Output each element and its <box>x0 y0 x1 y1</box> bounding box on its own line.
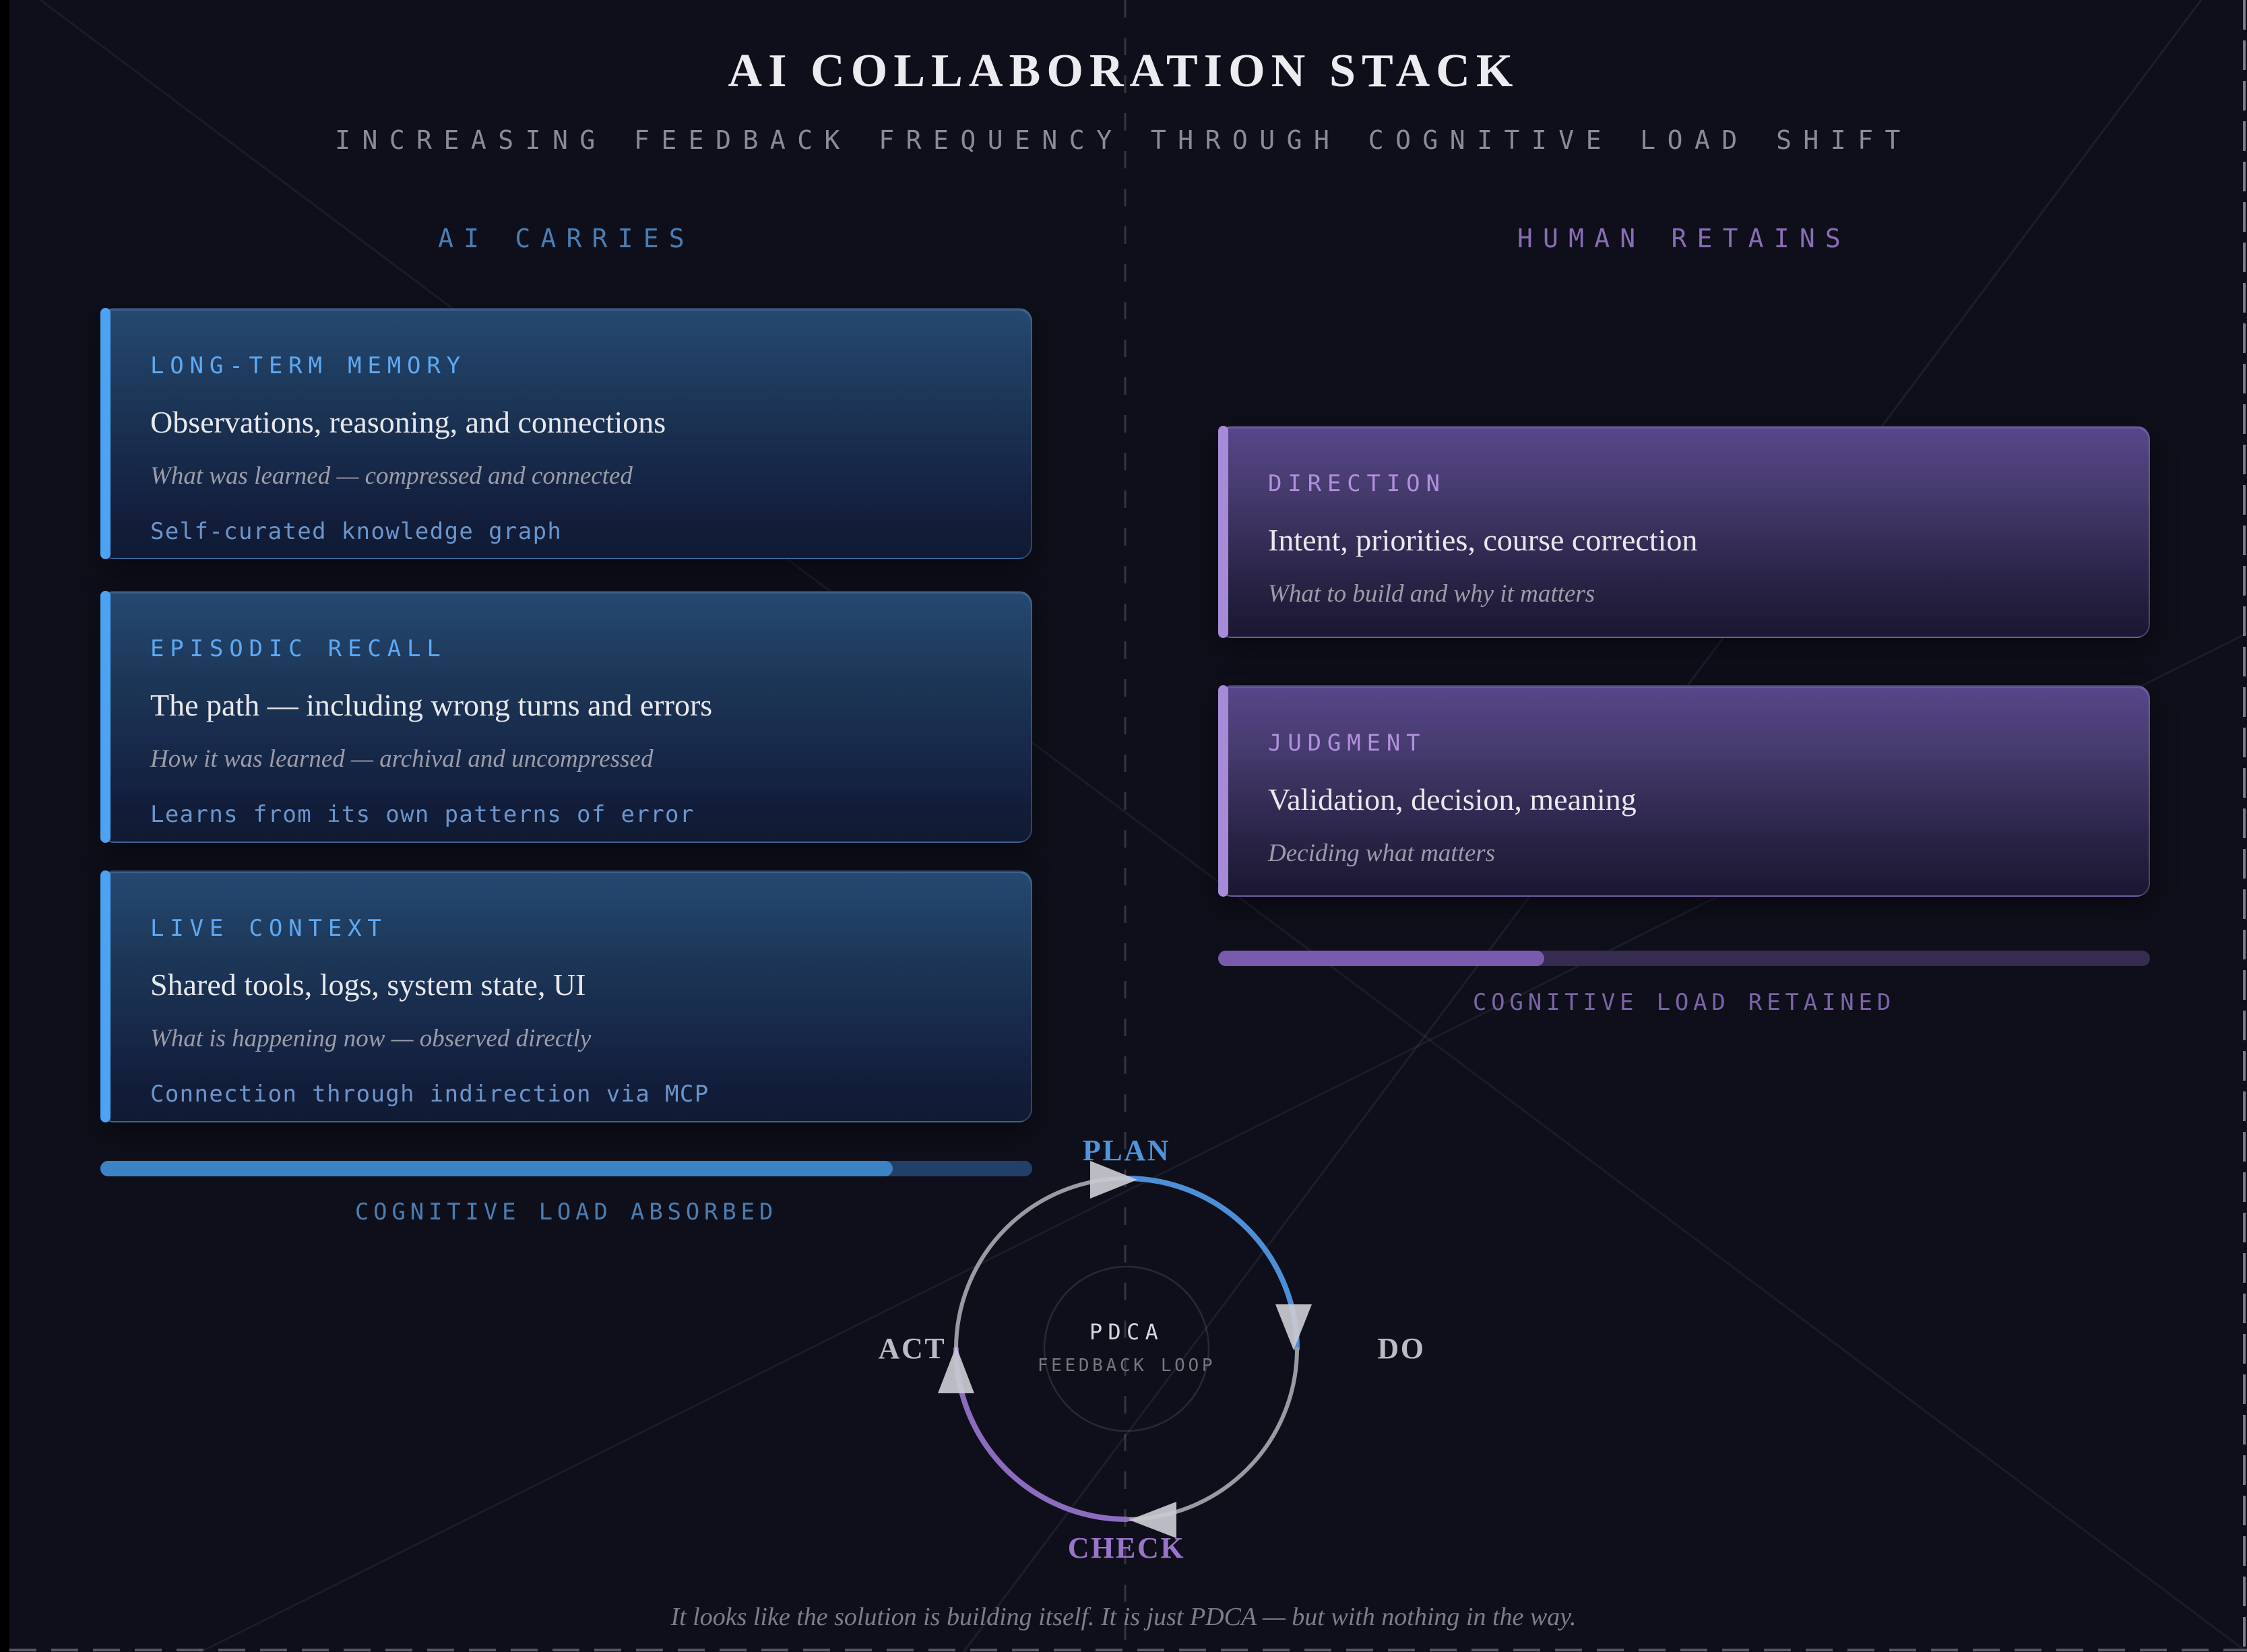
column-header-ai-carries: AI CARRIES <box>438 224 695 253</box>
card-body: Validation, decision, meaning <box>1268 782 1637 817</box>
cognitive-load-absorbed-fill <box>100 1161 893 1176</box>
card-long-term-memory: LONG-TERM MEMORY Observations, reasoning… <box>100 308 1032 559</box>
page-subtitle: INCREASING FEEDBACK FREQUENCY THROUGH CO… <box>335 125 1912 155</box>
card-note: Connection through indirection via MCP <box>150 1081 709 1108</box>
card-live-context: LIVE CONTEXT Shared tools, logs, system … <box>100 870 1032 1122</box>
check-arrow-icon <box>1129 1502 1176 1538</box>
card-title: LIVE CONTEXT <box>150 915 387 942</box>
card-detail: How it was learned — archival and uncomp… <box>150 745 654 773</box>
arc-act-to-plan <box>954 1176 1129 1351</box>
card-detail: What to build and why it matters <box>1268 580 1595 608</box>
deco-line-topleft-to-bottomright <box>40 0 2247 1652</box>
card-accent-bar <box>1218 426 1228 638</box>
card-detail: What was learned — compressed and connec… <box>150 462 633 490</box>
left-edge-black-strip <box>0 0 9 1652</box>
cognitive-load-retained-label: COGNITIVE LOAD RETAINED <box>1472 989 1896 1016</box>
card-judgment: JUDGMENT Validation, decision, meaning D… <box>1218 685 2150 897</box>
do-arrow-icon <box>1275 1304 1312 1350</box>
pdca-center-subtitle: FEEDBACK LOOP <box>1037 1356 1216 1376</box>
card-detail: What is happening now — observed directl… <box>150 1025 592 1052</box>
cognitive-load-retained-bar <box>1218 951 2150 966</box>
footer-caption: It looks like the solution is building i… <box>670 1603 1577 1631</box>
card-title: DIRECTION <box>1268 470 1446 497</box>
cognitive-load-absorbed-label: COGNITIVE LOAD ABSORBED <box>354 1199 778 1226</box>
plan-arrow-icon <box>1090 1161 1137 1199</box>
stage-label-act: ACT <box>878 1332 947 1365</box>
stage-label-plan: PLAN <box>1082 1134 1171 1167</box>
pdca-inner-circle <box>1043 1265 1210 1432</box>
card-direction: DIRECTION Intent, priorities, course cor… <box>1218 426 2150 638</box>
card-note: Learns from its own patterns of error <box>150 801 695 828</box>
card-body: Observations, reasoning, and connections <box>150 405 666 439</box>
stage-label-do: DO <box>1377 1332 1426 1365</box>
card-body: The path — including wrong turns and err… <box>150 688 713 722</box>
card-episodic-recall: EPISODIC RECALL The path — including wro… <box>100 591 1032 843</box>
page-title: AI COLLABORATION STACK <box>728 45 1519 97</box>
card-body: Shared tools, logs, system state, UI <box>150 967 586 1002</box>
column-header-human-retains: HUMAN RETAINS <box>1517 224 1851 253</box>
card-accent-bar <box>100 870 110 1122</box>
cognitive-load-retained-fill <box>1218 951 1545 966</box>
card-title: EPISODIC RECALL <box>150 635 447 662</box>
stage-label-check: CHECK <box>1067 1531 1186 1564</box>
card-detail: Deciding what matters <box>1268 839 1496 867</box>
pdca-center-title: PDCA <box>1089 1319 1164 1345</box>
card-note: Self-curated knowledge graph <box>150 518 563 545</box>
card-accent-bar <box>100 308 110 559</box>
cognitive-load-absorbed-bar <box>100 1161 1032 1176</box>
card-accent-bar <box>100 591 110 843</box>
card-body: Intent, priorities, course correction <box>1268 523 1698 557</box>
card-title: LONG-TERM MEMORY <box>150 352 466 379</box>
act-arrow-icon <box>938 1346 974 1393</box>
card-accent-bar <box>1218 685 1228 897</box>
card-title: JUDGMENT <box>1268 730 1426 757</box>
